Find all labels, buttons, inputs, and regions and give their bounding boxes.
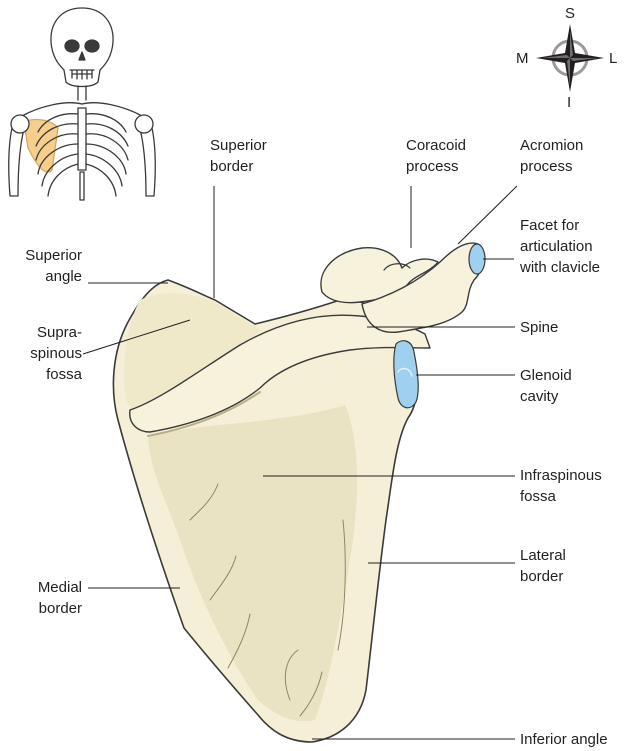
compass-lateral-label: L — [609, 51, 617, 67]
scapula-bone — [113, 243, 485, 742]
glenoid-cavity-shape — [394, 341, 418, 408]
label-glenoid-cavity: Glenoid cavity — [520, 365, 572, 407]
compass-inferior-label: I — [567, 95, 571, 111]
label-spine: Spine — [520, 317, 558, 338]
label-acromion-process: Acromion process — [520, 135, 583, 177]
label-inferior-angle: Inferior angle — [520, 729, 608, 750]
label-superior-angle: Superior angle — [6, 245, 82, 287]
label-lateral-border: Lateral border — [520, 545, 566, 587]
label-coracoid-process: Coracoid process — [406, 135, 466, 177]
label-facet-for-clavicle: Facet for articulation with clavicle — [520, 215, 600, 278]
leader-acromion — [458, 186, 517, 244]
label-supraspinous-fossa: Supra- spinous fossa — [6, 322, 82, 385]
compass-superior-label: S — [565, 6, 575, 22]
clavicle-facet-shape — [469, 244, 485, 274]
compass-medial-label: M — [516, 51, 529, 67]
label-infraspinous-fossa: Infraspinous fossa — [520, 465, 602, 507]
compass-icon — [536, 24, 604, 92]
label-medial-border: Medial border — [6, 577, 82, 619]
skeleton-thumbnail — [9, 8, 155, 200]
label-superior-border: Superior border — [210, 135, 267, 177]
